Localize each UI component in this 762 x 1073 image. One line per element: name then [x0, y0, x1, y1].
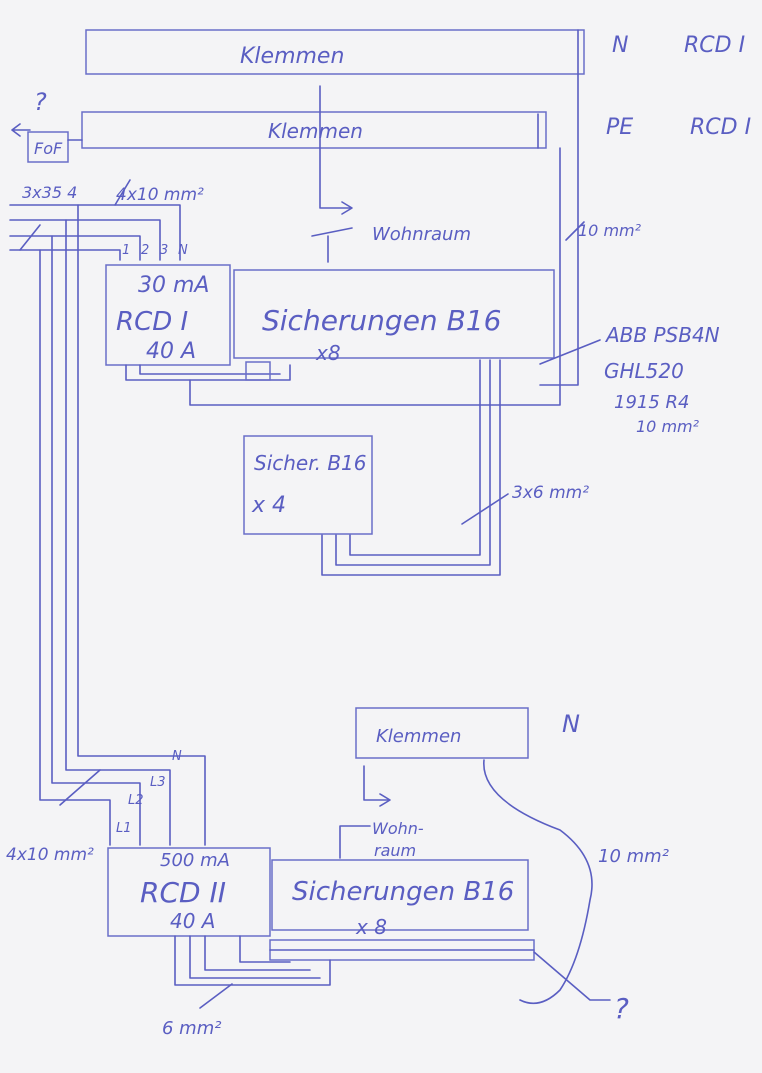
riser-cables: [39, 204, 206, 846]
phase-labels-bottom: L1 L2 L3 N: [116, 749, 182, 836]
rcd2-name: RCD II: [140, 876, 226, 909]
handwritten-label: L1: [116, 821, 132, 836]
cable-main-label: 3x35 4: [22, 183, 77, 202]
fuse-bank-small: Sicher. B16 x 4: [243, 435, 373, 535]
question-mark-top: ?: [34, 88, 47, 116]
n-label-bottom: N: [562, 710, 580, 738]
handwritten-label: 2: [141, 243, 149, 258]
wohnraum-bottom-line2: raum: [374, 841, 416, 860]
fuse-bank-top: Sicherungen B16 x8: [233, 269, 555, 365]
fof-label: FoF: [34, 139, 63, 158]
terminal-bar-n-bottom: Klemmen: [355, 707, 529, 759]
handwritten-label: ABB PSB4N: [604, 323, 720, 347]
size-6mm-label: 6 mm²: [162, 1018, 221, 1039]
fuse-bank-top-count: x8: [315, 341, 341, 365]
rcd1-rating-a: 40 A: [146, 339, 196, 364]
handwritten-label: GHL520: [604, 359, 684, 383]
fof-box: FoF: [11, 123, 69, 163]
cable-3x6-label: 3x6 mm²: [512, 483, 589, 503]
handwritten-label: N: [178, 243, 188, 258]
wohnraum-feed-bottom: Wohn- raum: [339, 765, 424, 860]
cable-4x10-label: 4x10 mm²: [116, 185, 204, 205]
phase-labels-top: 1 2 3 N: [122, 243, 188, 258]
question-mark-bottom: ?: [614, 992, 629, 1025]
terminal-bar-pe: Klemmen: [81, 111, 547, 149]
wohnraum-label-top: Wohnraum: [372, 224, 471, 245]
rcd1-name: RCD I: [116, 307, 188, 337]
rcd2-rating-ma: 500 mA: [160, 850, 230, 871]
klemmen-n-bottom-label: Klemmen: [376, 726, 461, 747]
terminal-bar-n-top: Klemmen: [85, 29, 585, 75]
rcd1-rating-ma: 30 mA: [138, 273, 209, 298]
rcd1-device: 30 mA RCD I 40 A: [105, 264, 291, 381]
handwritten-label: 1915 R4: [614, 392, 690, 413]
wohnraum-bottom-line1: Wohn-: [372, 819, 424, 838]
size-10mm-top: 10 mm²: [578, 221, 642, 240]
pe-label: PE: [606, 115, 633, 140]
klemmen-n-label: Klemmen: [240, 44, 344, 69]
fuse-bank-bottom-title: Sicherungen B16: [292, 877, 514, 907]
cable-4x10-bottom-label: 4x10 mm²: [6, 845, 94, 865]
cable-6mm-loop: [174, 935, 331, 1009]
wohnraum-feed-top: Wohnraum: [311, 85, 471, 263]
n-label-top: N: [612, 33, 628, 58]
rcd1-label-n: RCD I: [684, 33, 745, 58]
handwritten-label: N: [172, 749, 182, 764]
fuse-bank-small-count: x 4: [251, 493, 286, 518]
pe-rail-bottom: [269, 939, 611, 1001]
handwritten-label: L3: [150, 775, 166, 790]
handwritten-label: 1: [122, 243, 130, 258]
fuse-bank-bottom: Sicherungen B16 x 8: [271, 859, 529, 939]
handwritten-label: 3: [160, 243, 168, 258]
size-10mm-bottom: 10 mm²: [598, 846, 669, 867]
rcd1-label-pe: RCD I: [690, 115, 751, 140]
handwritten-label: 10 mm²: [636, 417, 700, 436]
klemmen-pe-label: Klemmen: [268, 119, 363, 143]
rcd2-device: 500 mA RCD II 40 A: [107, 847, 271, 937]
incoming-cables: [9, 179, 181, 261]
abb-rcd-label: ABB PSB4N GHL520 1915 R4 10 mm²: [539, 323, 720, 436]
handwritten-label: L2: [128, 793, 144, 808]
fuse-bank-small-title: Sicher. B16: [254, 451, 367, 475]
cable-to-small-fuses: [321, 359, 509, 576]
fuse-bank-top-title: Sicherungen B16: [262, 304, 501, 337]
fuse-bank-bottom-count: x 8: [355, 915, 387, 939]
rcd2-rating-a: 40 A: [170, 909, 216, 933]
